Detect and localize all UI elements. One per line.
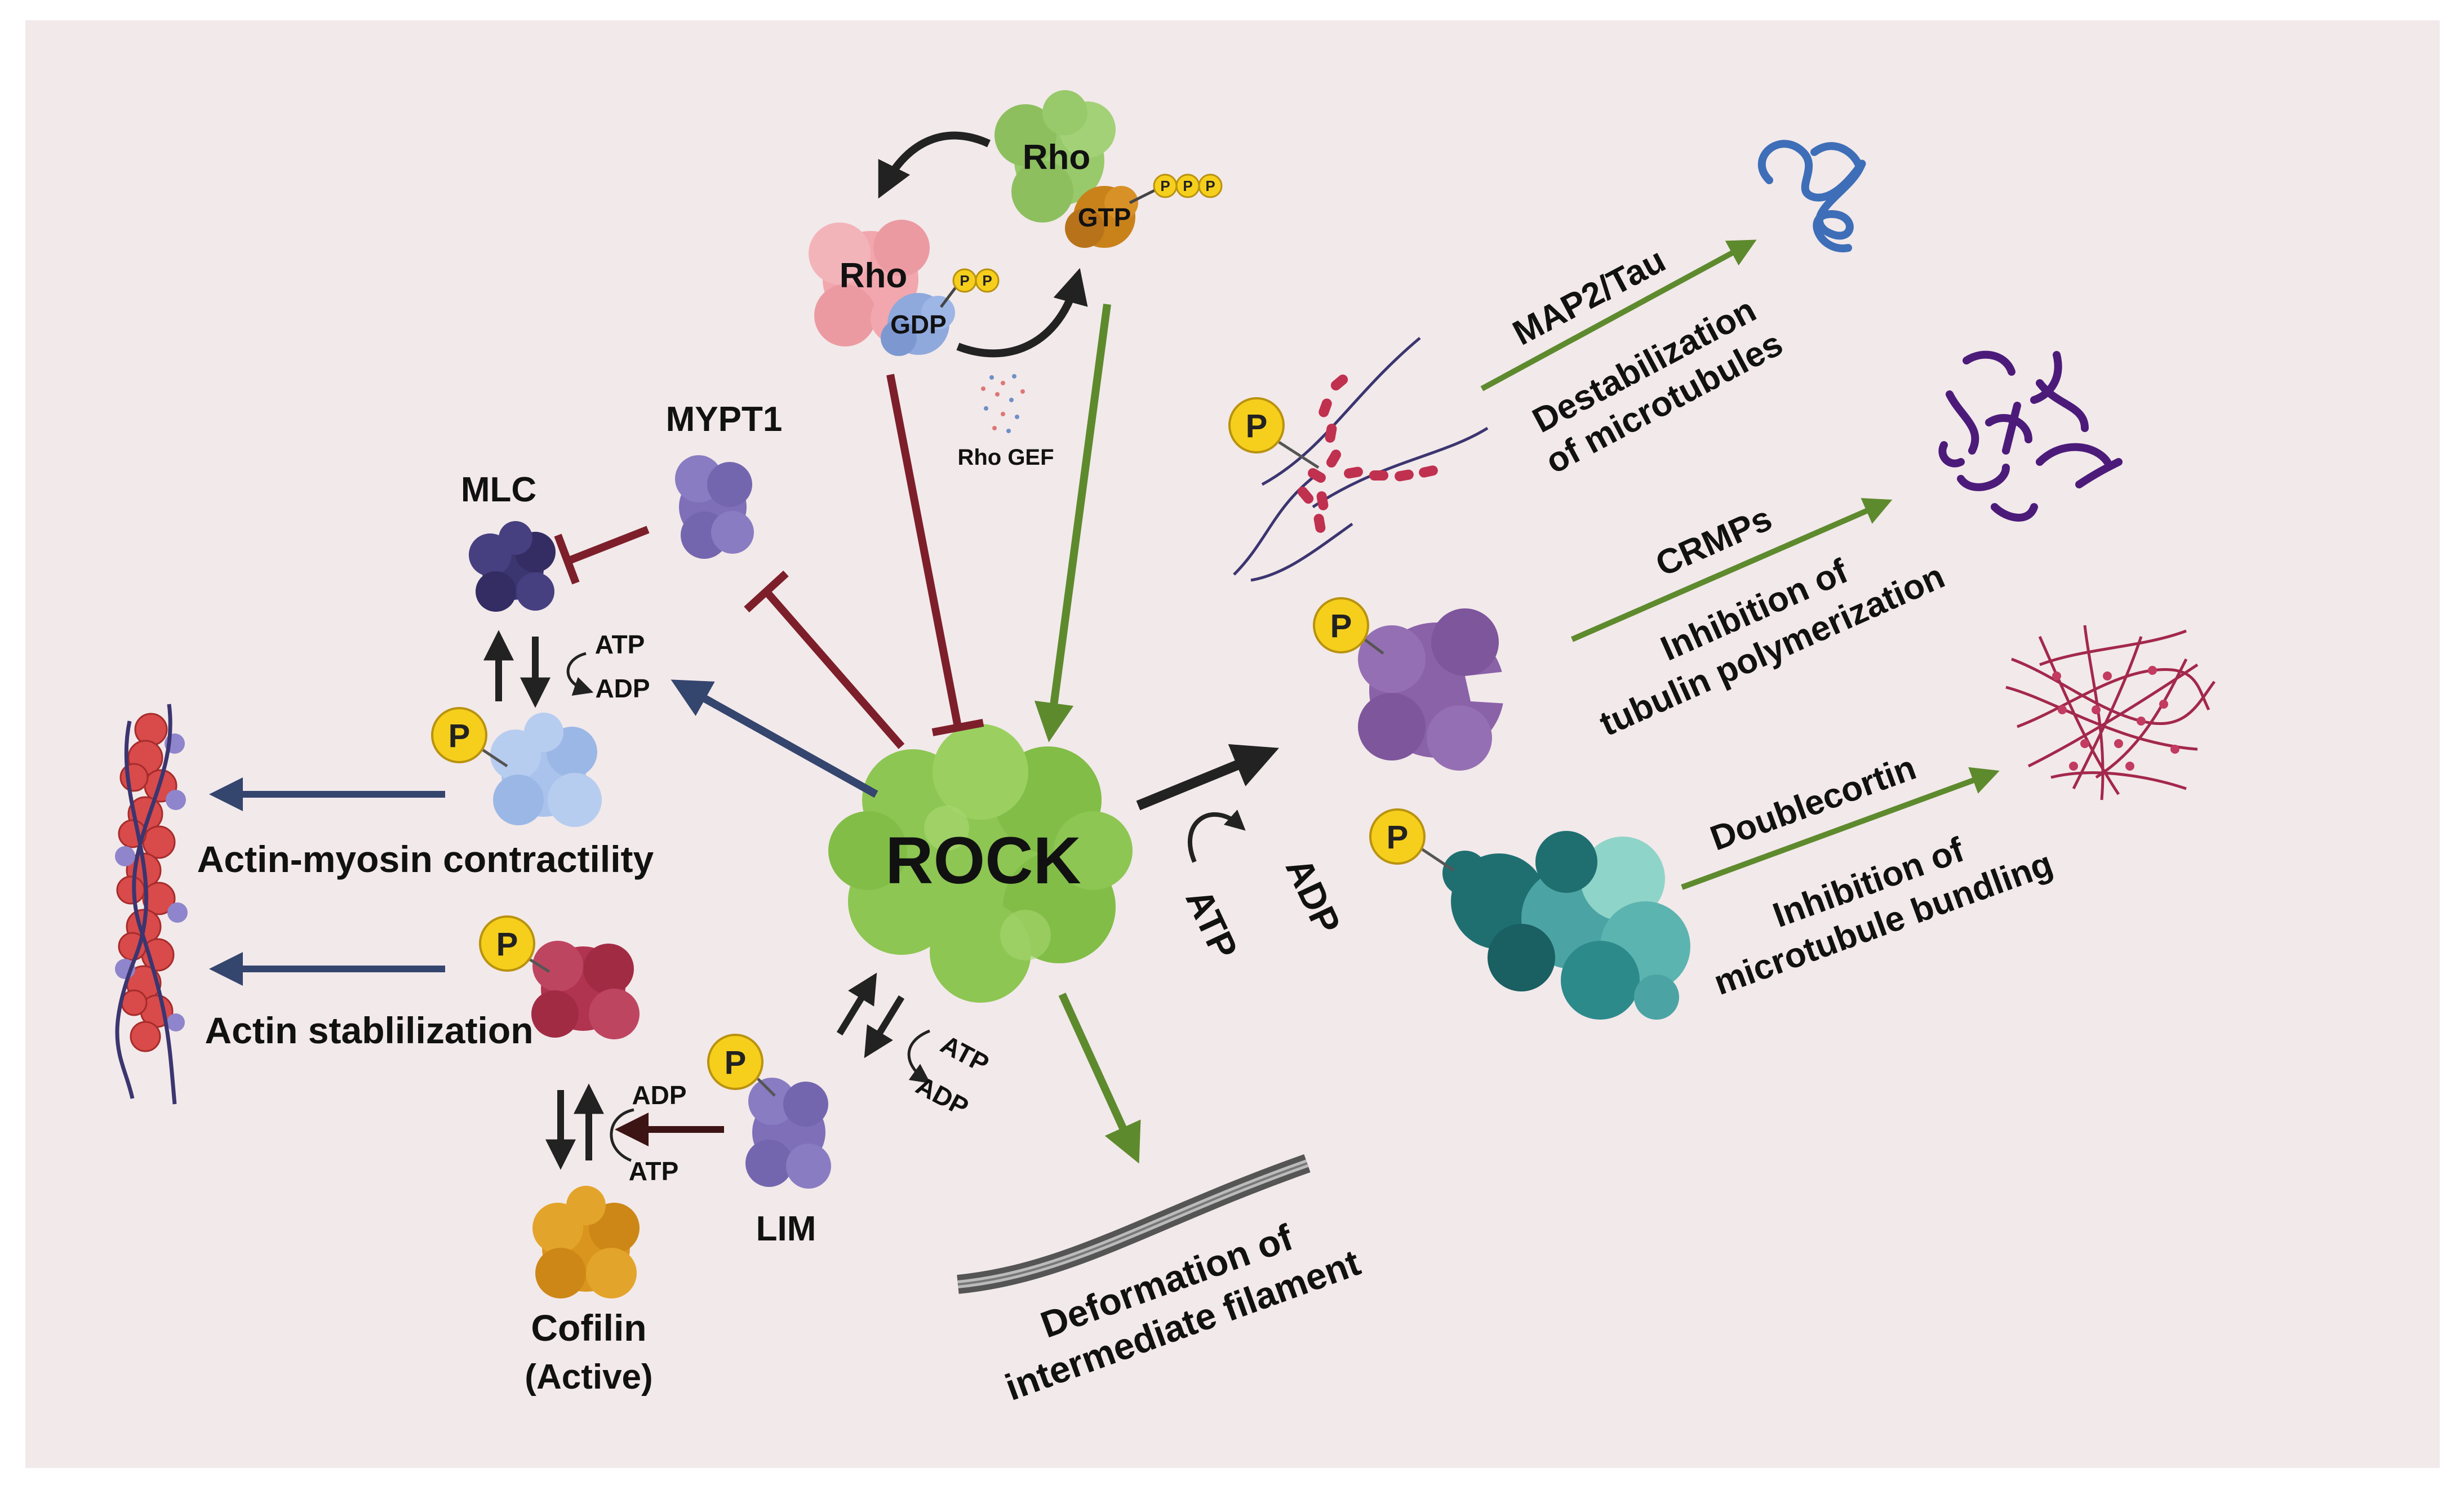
mypt1-protein [675,455,754,559]
rho-gtp-protein: Rho [995,90,1116,223]
phospho-mlc-phosphate: P [431,707,487,763]
tau-microtubules [1233,337,1489,582]
rock-inhibits-mypt1 [763,589,905,749]
gdp-phosphate-1: P [960,272,969,289]
phospho-mlc-protein [490,713,602,827]
actin-stab-phosphate: P [479,915,535,972]
tau-protein-chain [1297,374,1438,533]
mlc-protein [469,521,556,612]
crmp-phosphate: P [1313,597,1369,653]
svg-text:P: P [449,718,470,754]
gdp-phosphate-2: P [982,272,992,289]
svg-text:P: P [496,926,518,963]
actin-myosin-label: Actin-myosin contractility [197,838,654,880]
actin-filament [115,704,188,1105]
destabilized-microtubule [1757,140,1866,252]
gtp-phosphate-3: P [1205,177,1215,194]
rock-lim-down-arrow [864,995,905,1058]
rock-node: ROCK [828,724,1133,1003]
to-bundling-arrow [1681,767,2000,890]
mypt1-label: MYPT1 [666,400,783,439]
cofilin-protein [532,1186,640,1298]
gtp-phosphate-1: P [1160,177,1170,194]
gdp-label: GDP [890,310,947,339]
rock-to-intermediate-arrow [1058,993,1141,1164]
rho-gef-molecule [981,374,1025,433]
lim-protein [745,1078,831,1189]
to-tubulin-arrow [1571,498,1893,642]
doublecortin-protein [1442,831,1690,1020]
intermediate-filament [957,1154,1311,1294]
actin-stabilization-protein [531,941,640,1039]
mlc-atp-label: ATP [595,630,645,659]
svg-text:P: P [1387,819,1409,856]
to-destab-arrow [1480,239,1757,392]
gtp-phosphates: P P P [1153,174,1223,198]
crmp-protein [1358,608,1516,771]
rock-lim-up-arrow [836,972,877,1036]
gtp-nucleotide: GTP [1065,186,1138,248]
lim-label: LIM [756,1209,816,1248]
rho-gdp-to-gtp-arrow [956,268,1088,358]
gtp-label: GTP [1078,203,1131,232]
doublecortin-phosphate: P [1369,808,1426,865]
cofilin-label: Cofilin [531,1307,646,1349]
svg-text:P: P [1246,408,1268,444]
rho-gtp-label: Rho [1023,138,1091,177]
microtubule-bundle-beads [2052,666,2179,771]
depolymerized-tubulin [1938,350,2123,522]
rho-activates-rock-arrow [1034,304,1111,742]
mlc-label: MLC [461,470,536,509]
svg-text:P: P [1330,608,1352,644]
actin-stab-label: Actin stablilization [205,1009,533,1051]
cofilin-adp-label: ADP [632,1080,686,1110]
mlc-adp-label: ADP [595,674,650,703]
tau-phosphate: P [1228,397,1285,453]
gdp-nucleotide: GDP [881,293,955,356]
cofilin-state-label: (Active) [525,1358,652,1396]
rho-gtp-to-gdp-arrow [878,131,991,199]
mypt1-inhibits-mlc [567,526,650,564]
gdp-phosphates: P P [952,268,1000,293]
rock-to-targets-arrow [1136,744,1279,811]
cofilin-atp-label: ATP [629,1157,679,1186]
rho-gef-label: Rho GEF [957,445,1054,470]
rock-to-mlc-arrow [671,679,878,798]
lim-phosphate: P [707,1034,763,1090]
rock-label: ROCK [885,824,1081,898]
gtp-phosphate-2: P [1183,177,1192,194]
svg-text:P: P [725,1044,747,1081]
rho-gdp-label: Rho [840,256,908,295]
rho-gdp-inhibits-rock [886,373,962,728]
